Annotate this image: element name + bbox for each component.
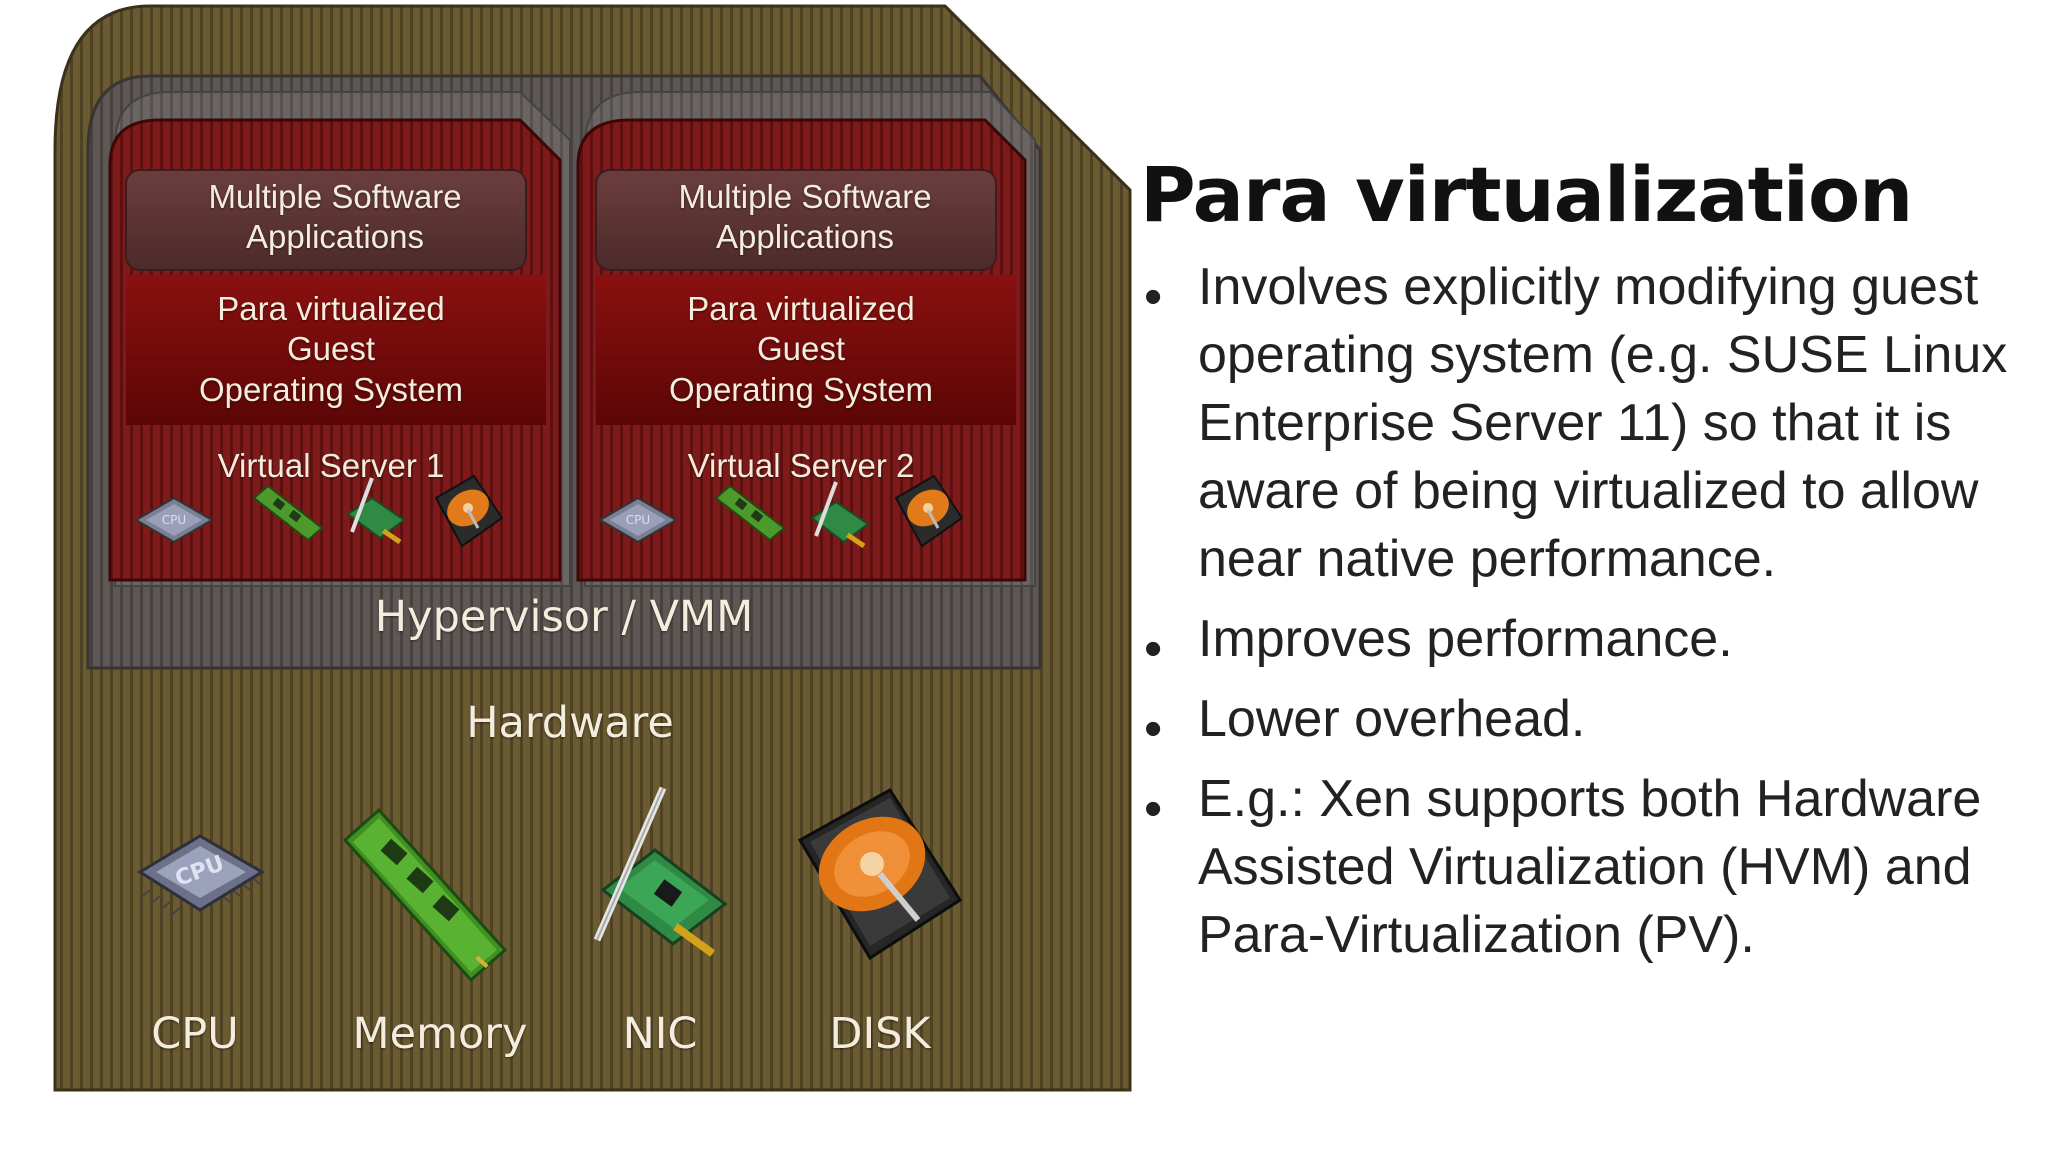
component-label-cpu: CPU — [120, 1008, 270, 1060]
component-label-disk: DISK — [800, 1008, 960, 1060]
cpu-chip-icon: CPU — [132, 492, 216, 548]
svg-text:CPU: CPU — [162, 513, 186, 527]
component-label-nic: NIC — [590, 1008, 730, 1060]
bullet-dot-icon: • — [1144, 695, 1162, 763]
network-card-icon — [338, 474, 410, 554]
slide-title: Para virtualization — [1140, 150, 2020, 239]
svg-text:CPU: CPU — [626, 513, 650, 527]
network-card-icon — [802, 478, 874, 558]
bullet-dot-icon: • — [1144, 263, 1162, 331]
memory-module-icon — [710, 478, 790, 548]
network-card-icon — [575, 780, 735, 980]
hard-disk-icon — [888, 470, 968, 554]
bullet-item: •Lower overhead. — [1140, 685, 2020, 753]
bullet-item: •E.g.: Xen supports both Hardware Assist… — [1140, 765, 2020, 969]
hard-disk-icon — [790, 780, 970, 970]
text-panel: Para virtualization •Involves explicitly… — [1140, 150, 2020, 981]
component-label-memory: Memory — [330, 1008, 550, 1060]
memory-module-icon — [335, 800, 515, 990]
cpu-chip-icon: CPU — [130, 820, 270, 940]
cpu-chip-icon: CPU — [596, 492, 680, 548]
bullet-list: •Involves explicitly modifying guest ope… — [1140, 253, 2020, 969]
hardware-label: Hardware — [55, 697, 1085, 749]
bullet-dot-icon: • — [1144, 775, 1162, 843]
hard-disk-icon — [428, 470, 508, 554]
bullet-item: •Improves performance. — [1140, 605, 2020, 673]
hypervisor-label: Hypervisor / VMM — [88, 591, 1040, 643]
bullet-dot-icon: • — [1144, 615, 1162, 683]
bullet-item: •Involves explicitly modifying guest ope… — [1140, 253, 2020, 593]
memory-module-icon — [248, 478, 328, 548]
